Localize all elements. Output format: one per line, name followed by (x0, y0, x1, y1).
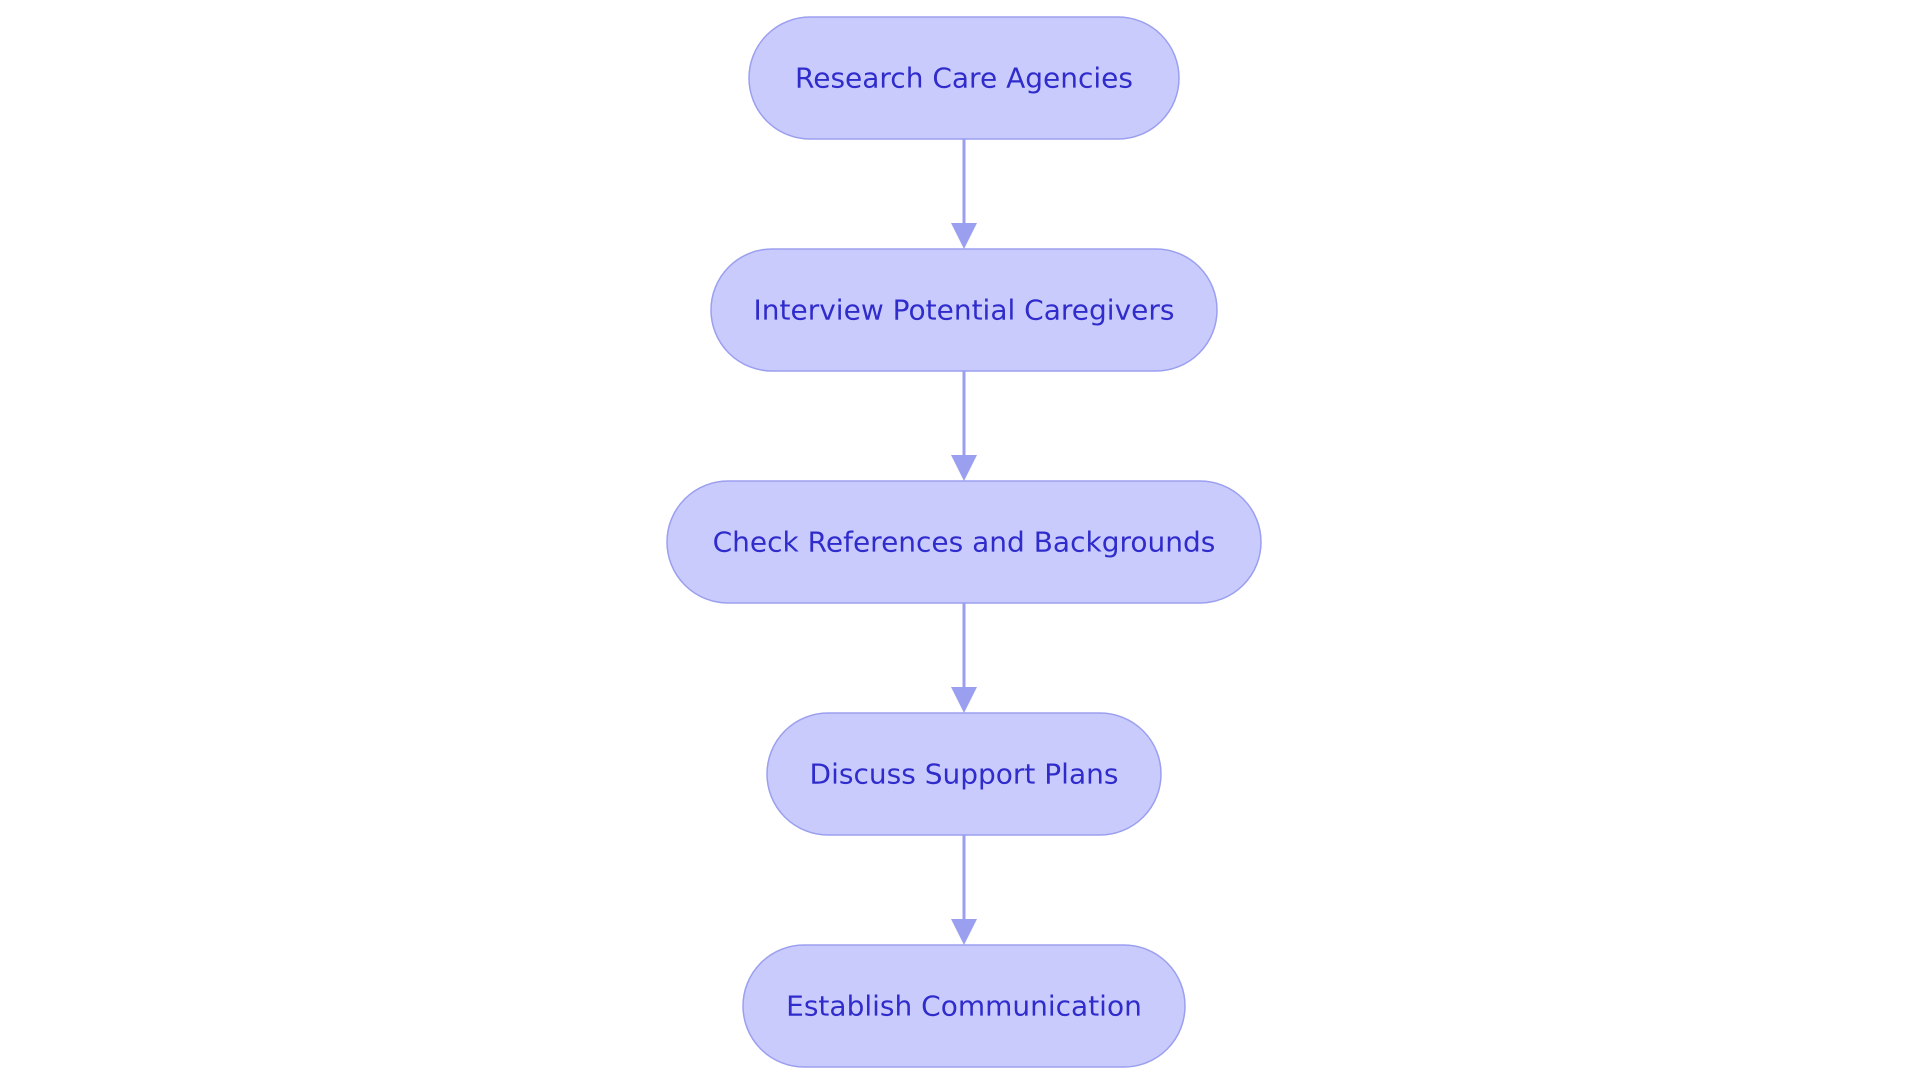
arrowhead-icon (951, 455, 977, 481)
node-label: Research Care Agencies (795, 62, 1133, 95)
node-label: Check References and Backgrounds (713, 526, 1216, 559)
arrowhead-icon (951, 687, 977, 713)
node-label: Discuss Support Plans (810, 758, 1119, 791)
node-discuss-support-plans: Discuss Support Plans (766, 712, 1162, 836)
edge-check-references-and-backgrounds-to-discuss-support-plans (951, 603, 977, 713)
edges (951, 139, 977, 945)
node-shape (766, 712, 1162, 836)
node-research-care-agencies: Research Care Agencies (748, 16, 1180, 140)
node-shape (710, 248, 1218, 372)
edge-research-care-agencies-to-interview-potential-caregivers (951, 139, 977, 249)
edge-interview-potential-caregivers-to-check-references-and-backgrounds (951, 371, 977, 481)
node-label: Establish Communication (786, 990, 1142, 1023)
node-shape (748, 16, 1180, 140)
node-interview-potential-caregivers: Interview Potential Caregivers (710, 248, 1218, 372)
node-shape (742, 944, 1186, 1068)
node-check-references-and-backgrounds: Check References and Backgrounds (666, 480, 1262, 604)
node-establish-communication: Establish Communication (742, 944, 1186, 1068)
arrowhead-icon (951, 223, 977, 249)
arrowhead-icon (951, 919, 977, 945)
node-shape (666, 480, 1262, 604)
node-label: Interview Potential Caregivers (754, 294, 1175, 327)
edge-discuss-support-plans-to-establish-communication (951, 835, 977, 945)
